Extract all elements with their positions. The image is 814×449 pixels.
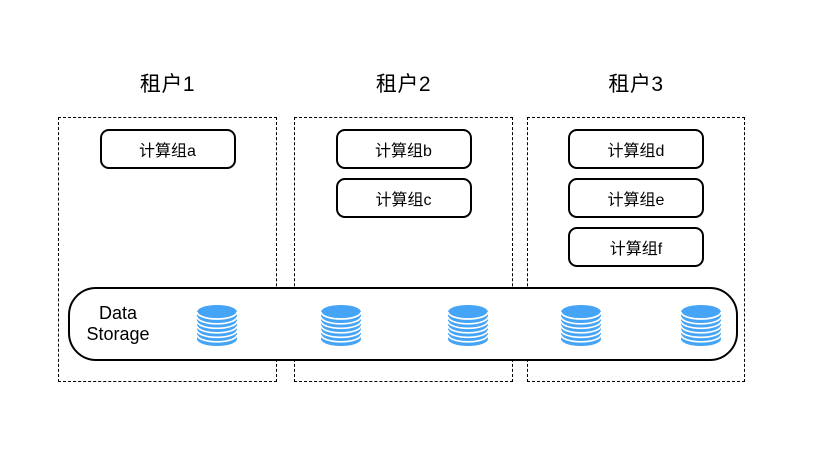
compute-group-d-label: 计算组d: [607, 143, 665, 160]
compute-group-f: 计算组f: [568, 227, 704, 267]
compute-group-e: 计算组e: [568, 178, 704, 218]
compute-group-e-label: 计算组e: [607, 192, 665, 209]
tenant-2-title: 租户2: [375, 73, 432, 96]
compute-group-b: 计算组b: [335, 129, 472, 169]
compute-group-d: 计算组d: [568, 129, 704, 169]
compute-group-c-label: 计算组c: [375, 192, 432, 209]
compute-group-a-label: 计算组a: [139, 143, 196, 160]
data-storage-label: Data Storage: [86, 303, 150, 344]
compute-group-f-label: 计算组f: [609, 241, 663, 258]
tenant-3-box: 计算组d 计算组e 计算组f: [527, 117, 745, 382]
compute-group-c: 计算组c: [335, 178, 472, 218]
tenant-3-title: 租户3: [608, 73, 664, 96]
database-cylinder-icon: [447, 305, 489, 346]
database-cylinder-icon: [680, 305, 722, 346]
tenant-1-box: 计算组a: [58, 117, 277, 382]
tenant-1-title: 租户1: [139, 73, 196, 96]
compute-group-a: 计算组a: [99, 129, 236, 169]
tenant-2-box: 计算组b 计算组c: [294, 117, 513, 382]
database-cylinder-icon: [196, 305, 238, 346]
data-storage-bar: Data Storage: [68, 287, 738, 361]
compute-group-b-label: 计算组b: [375, 143, 432, 160]
database-cylinder-icon: [560, 305, 602, 346]
database-cylinder-icon: [320, 305, 362, 346]
